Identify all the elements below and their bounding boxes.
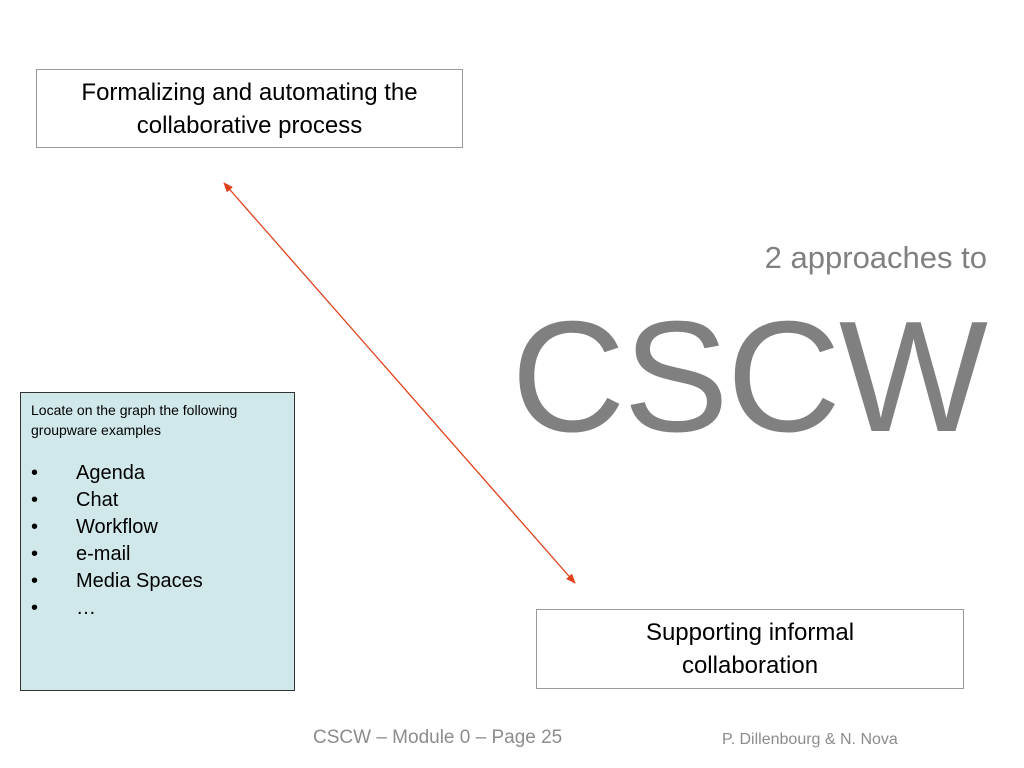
list-item-label: …	[76, 597, 96, 619]
footer-authors: P. Dillenbourg & N. Nova	[722, 731, 898, 748]
top-approach-text: Formalizing and automating the collabora…	[81, 78, 418, 139]
footer-page-label: CSCW – Module 0 – Page 25	[313, 727, 563, 748]
list-item-label: Media Spaces	[76, 570, 203, 592]
bullet-icon: •	[31, 570, 39, 592]
list-item: •…	[31, 595, 284, 622]
list-item: • Workflow	[31, 514, 284, 541]
bullet-icon: •	[31, 597, 39, 619]
bottom-approach-box: Supporting informal collaboration	[536, 609, 964, 689]
bottom-approach-text: Supporting informal collaboration	[645, 619, 855, 679]
top-approach-box: Formalizing and automating the collabora…	[36, 69, 463, 148]
page-title: CSCW	[511, 289, 988, 465]
list-item: • e-mail	[31, 541, 284, 568]
examples-list: • Agenda • Chat • Workflow • e-mail • Media S…	[31, 460, 284, 622]
list-item: • Chat	[31, 487, 284, 514]
list-item: • Media Spaces	[31, 568, 284, 595]
list-item-label: Workflow	[76, 516, 158, 538]
list-item-label: Chat	[76, 489, 119, 511]
list-item: • Agenda	[31, 460, 284, 487]
bullet-icon: •	[31, 516, 39, 538]
bullet-icon: •	[31, 489, 39, 511]
list-item-label: e-mail	[76, 543, 131, 565]
bullet-icon: •	[31, 462, 39, 484]
subtitle: 2 approaches to	[764, 240, 987, 275]
bullet-icon: •	[31, 543, 39, 565]
examples-intro: Locate on the graph the following groupw…	[31, 402, 238, 438]
list-item-label: Agenda	[76, 462, 145, 484]
groupware-examples-box: Locate on the graph the following groupw…	[20, 392, 295, 691]
